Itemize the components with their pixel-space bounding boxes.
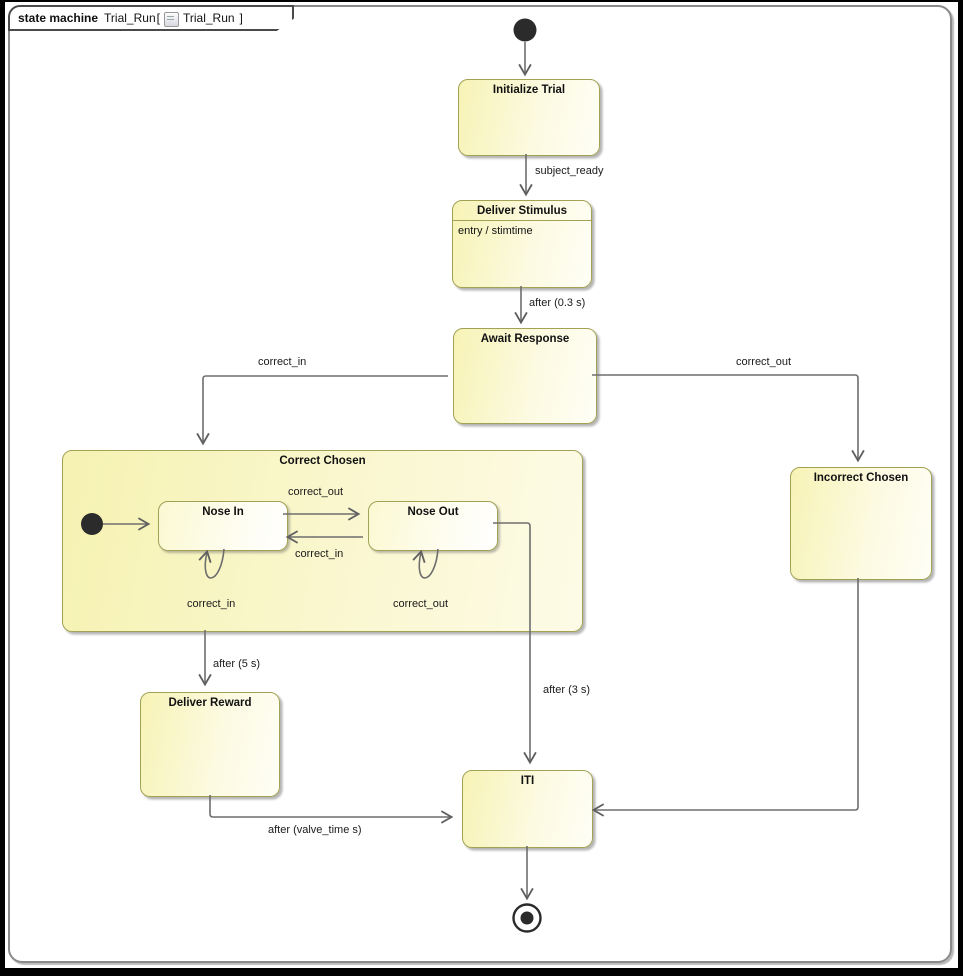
state-title: ITI [520, 775, 535, 787]
state-title: Correct Chosen [279, 455, 366, 467]
state-machine-diagram-icon [163, 11, 179, 27]
state-nose-in: Nose In [158, 501, 288, 551]
state-await-response: Await Response [453, 328, 597, 424]
label-correct-out-inner: correct_out [288, 486, 344, 498]
state-iti: ITI [462, 770, 593, 848]
diagram-kind-label: state machine [18, 11, 99, 25]
diagram-title-tab: state machine Trial_Run [ Trial_Run ] [8, 5, 294, 31]
state-title: Await Response [480, 333, 570, 345]
diagram-canvas: state machine Trial_Run [ Trial_Run ] Co… [5, 2, 958, 968]
label-correct-out-self: correct_out [393, 598, 449, 610]
diagram-frame [8, 5, 952, 963]
state-nose-out: Nose Out [368, 501, 498, 551]
state-deliver-stimulus: Deliver Stimulus entry / stimtime [452, 200, 592, 288]
state-title: Deliver Reward [168, 697, 252, 709]
label-after-stim: after (0.3 s) [529, 297, 586, 309]
bracket-open: [ [156, 11, 160, 25]
label-subject-ready: subject_ready [535, 165, 604, 177]
label-correct-in-self: correct_in [187, 598, 236, 610]
state-title: Nose Out [407, 506, 459, 518]
state-title: Incorrect Chosen [813, 472, 909, 484]
label-correct-in: correct_in [258, 356, 307, 368]
label-correct-in-inner: correct_in [295, 548, 344, 560]
diagram-context-name: Trial_Run [182, 11, 235, 25]
label-after-5s: after (5 s) [213, 658, 261, 670]
state-deliver-reward: Deliver Reward [140, 692, 280, 797]
label-after-valve: after (valve_time s) [268, 824, 362, 836]
label-correct-out: correct_out [736, 356, 792, 368]
state-incorrect-chosen: Incorrect Chosen [790, 467, 932, 580]
state-title: Nose In [202, 506, 244, 518]
bracket-close: ] [239, 11, 243, 25]
state-correct-chosen: Correct Chosen [62, 450, 583, 632]
diagram-name: Trial_Run [104, 11, 156, 25]
label-after-3s: after (3 s) [543, 684, 591, 696]
state-title: Initialize Trial [492, 84, 566, 96]
state-title: Deliver Stimulus [453, 201, 591, 221]
state-entry-action: entry / stimtime [458, 225, 533, 237]
state-initialize-trial: Initialize Trial [458, 79, 600, 156]
